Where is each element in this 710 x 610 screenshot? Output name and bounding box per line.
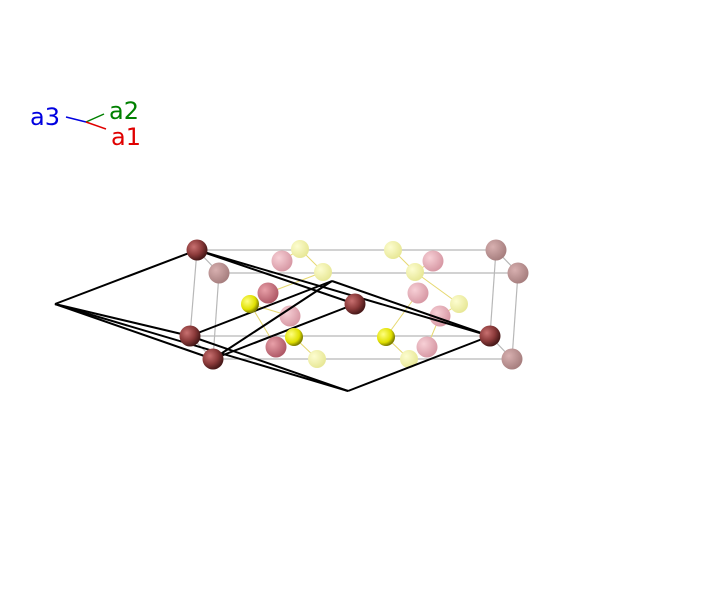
a2-axis-label: a2 — [109, 97, 139, 125]
a3-axis-label: a3 — [30, 103, 60, 131]
atom-yellow — [400, 350, 418, 368]
atom-dark — [202, 348, 224, 370]
atom-dark — [507, 262, 529, 284]
atom-pink — [422, 250, 444, 272]
atom-yellow — [285, 328, 303, 346]
atom-dark — [501, 348, 523, 370]
atom-yellow — [377, 328, 395, 346]
atom-pink — [279, 305, 301, 327]
a1-axis-label: a1 — [111, 123, 141, 151]
a3-axis-line — [65, 116, 87, 123]
axis-triad: a3 a2 a1 — [30, 97, 141, 151]
atoms — [208, 239, 529, 370]
atom-yellow — [384, 241, 402, 259]
atom-pink — [265, 336, 287, 358]
primitive-cell — [54, 249, 491, 392]
atom-dark — [344, 293, 366, 315]
atom-dark — [479, 325, 501, 347]
atom-yellow — [291, 240, 309, 258]
atom-pink — [257, 282, 279, 304]
atom-dark — [179, 325, 201, 347]
atom-yellow — [308, 350, 326, 368]
atom-yellow — [241, 295, 259, 313]
atom-yellow — [450, 295, 468, 313]
atom-dark — [186, 239, 208, 261]
atom-dark — [485, 239, 507, 261]
atom-pink — [416, 336, 438, 358]
a1-axis-line — [85, 121, 107, 130]
atom-dark — [208, 262, 230, 284]
atom-yellow — [314, 263, 332, 281]
a2-axis-line — [85, 113, 105, 123]
atom-pink — [407, 282, 429, 304]
atom-yellow — [406, 263, 424, 281]
atom-pink — [271, 250, 293, 272]
atoms-foreground — [179, 239, 501, 370]
